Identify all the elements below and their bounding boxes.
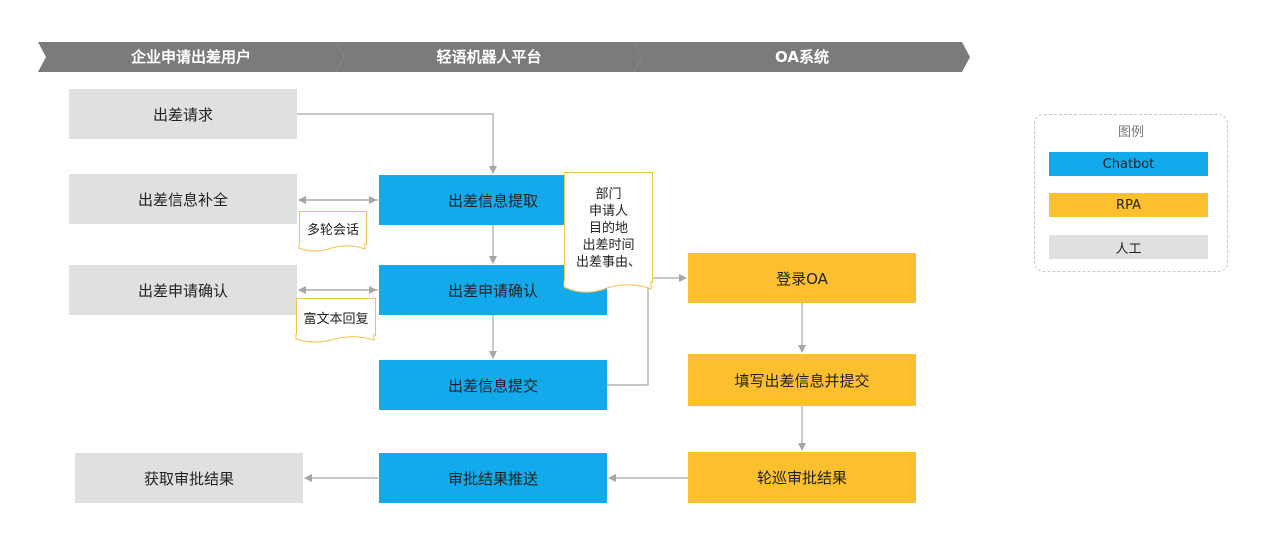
box-result-push: 审批结果推送 (379, 453, 607, 503)
note-multi-turn-dialog: 多轮会话 (299, 211, 367, 245)
note-rich-text-reply: 富文本回复 (296, 298, 376, 336)
lane-arrow-shape (634, 42, 970, 72)
box-login-oa: 登录OA (688, 253, 916, 303)
arrow-request-to-extract (297, 113, 497, 174)
note-wave-edge (295, 334, 375, 343)
field-destination: 目的地 (588, 220, 628, 236)
box-travel-request: 出差请求 (69, 89, 297, 139)
box-fill-submit: 填写出差信息并提交 (688, 354, 916, 406)
legend-frame (1034, 114, 1228, 272)
box-info-supplement: 出差信息补全 (69, 174, 297, 224)
lane-arrow-shape (336, 42, 642, 72)
lane-arrow-shape (38, 42, 344, 72)
lane-header-user: 企业申请出差用户 (38, 42, 344, 72)
legend-item-manual: 人工 (1049, 235, 1208, 259)
lane-label-platform: 轻语机器人平台 (436, 48, 542, 66)
legend-item-rpa: RPA (1049, 193, 1208, 217)
box-poll-result: 轮巡审批结果 (688, 452, 916, 503)
box-user-confirm: 出差申请确认 (69, 265, 297, 315)
box-get-result: 获取审批结果 (75, 453, 303, 503)
lane-label-user: 企业申请出差用户 (130, 48, 251, 66)
field-travel-time: 出差时间 (582, 237, 635, 253)
arrow-submit-to-login (607, 274, 687, 386)
lane-label-oa: OA系统 (775, 48, 829, 66)
field-department: 部门 (595, 186, 622, 202)
field-travel-reason: 出差事由、 (575, 254, 641, 270)
legend-title: 图例 (1117, 125, 1144, 140)
lane-header-platform: 轻语机器人平台 (336, 42, 642, 72)
box-info-submit: 出差信息提交 (379, 360, 607, 410)
field-applicant: 申请人 (588, 203, 628, 219)
note-extracted-fields: 部门 申请人 目的地 出差时间 出差事由、 (564, 172, 653, 283)
legend-item-chatbot: Chatbot (1049, 152, 1208, 176)
note-wave-edge (298, 243, 366, 252)
note-wave-edge (563, 281, 652, 293)
lane-header-oa: OA系统 (634, 42, 970, 72)
